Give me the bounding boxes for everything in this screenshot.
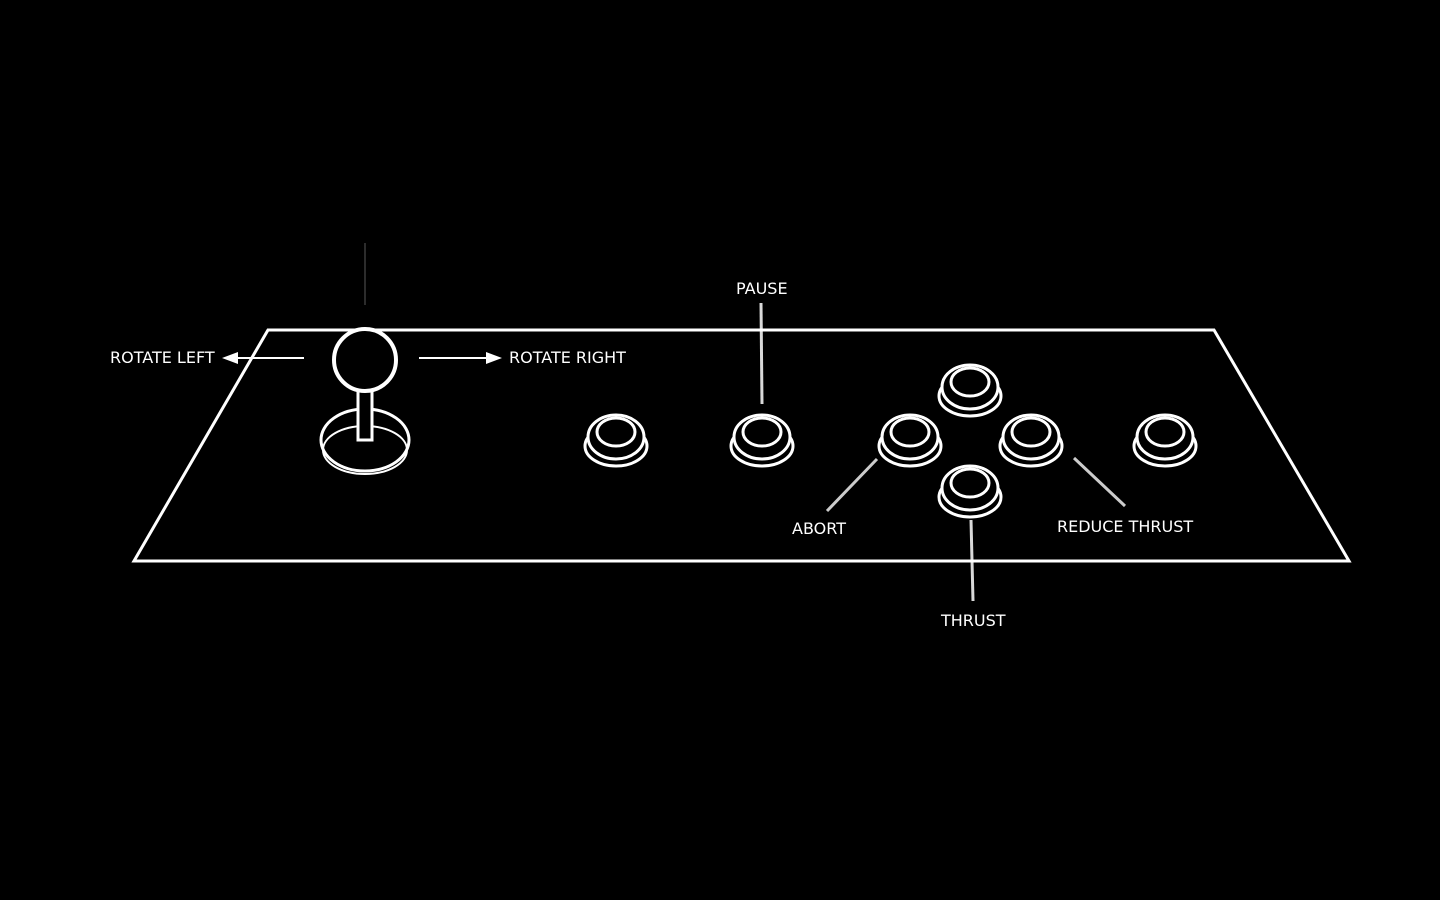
pause-leader-line xyxy=(759,302,764,405)
arcade-button-top-icon[interactable] xyxy=(937,363,1003,418)
joystick-ball-top xyxy=(332,327,398,393)
reduce-thrust-button-icon[interactable] xyxy=(998,413,1064,468)
thrust-leader-line xyxy=(969,519,975,602)
joystick-icon[interactable] xyxy=(319,243,411,475)
label-reduce-thrust: REDUCE THRUST xyxy=(1057,517,1193,536)
label-rotate-left: ROTATE LEFT xyxy=(110,348,215,367)
label-rotate-right: ROTATE RIGHT xyxy=(509,348,626,367)
arrow-right-icon xyxy=(419,352,502,364)
abort-button-icon[interactable] xyxy=(877,413,943,468)
joystick-shaft xyxy=(356,388,374,442)
arcade-button-far-right-icon[interactable] xyxy=(1132,413,1198,468)
label-pause: PAUSE xyxy=(736,279,788,298)
arrow-left-icon xyxy=(222,352,304,364)
reduce-thrust-leader-line xyxy=(1072,456,1127,508)
abort-leader-line xyxy=(825,457,879,513)
control-panel-outline xyxy=(131,328,1352,563)
thrust-button-icon[interactable] xyxy=(937,464,1003,519)
label-thrust: THRUST xyxy=(940,611,1006,630)
pause-button-icon[interactable] xyxy=(729,413,795,468)
arcade-button-1-icon[interactable] xyxy=(583,413,649,468)
label-abort: ABORT xyxy=(792,519,846,538)
